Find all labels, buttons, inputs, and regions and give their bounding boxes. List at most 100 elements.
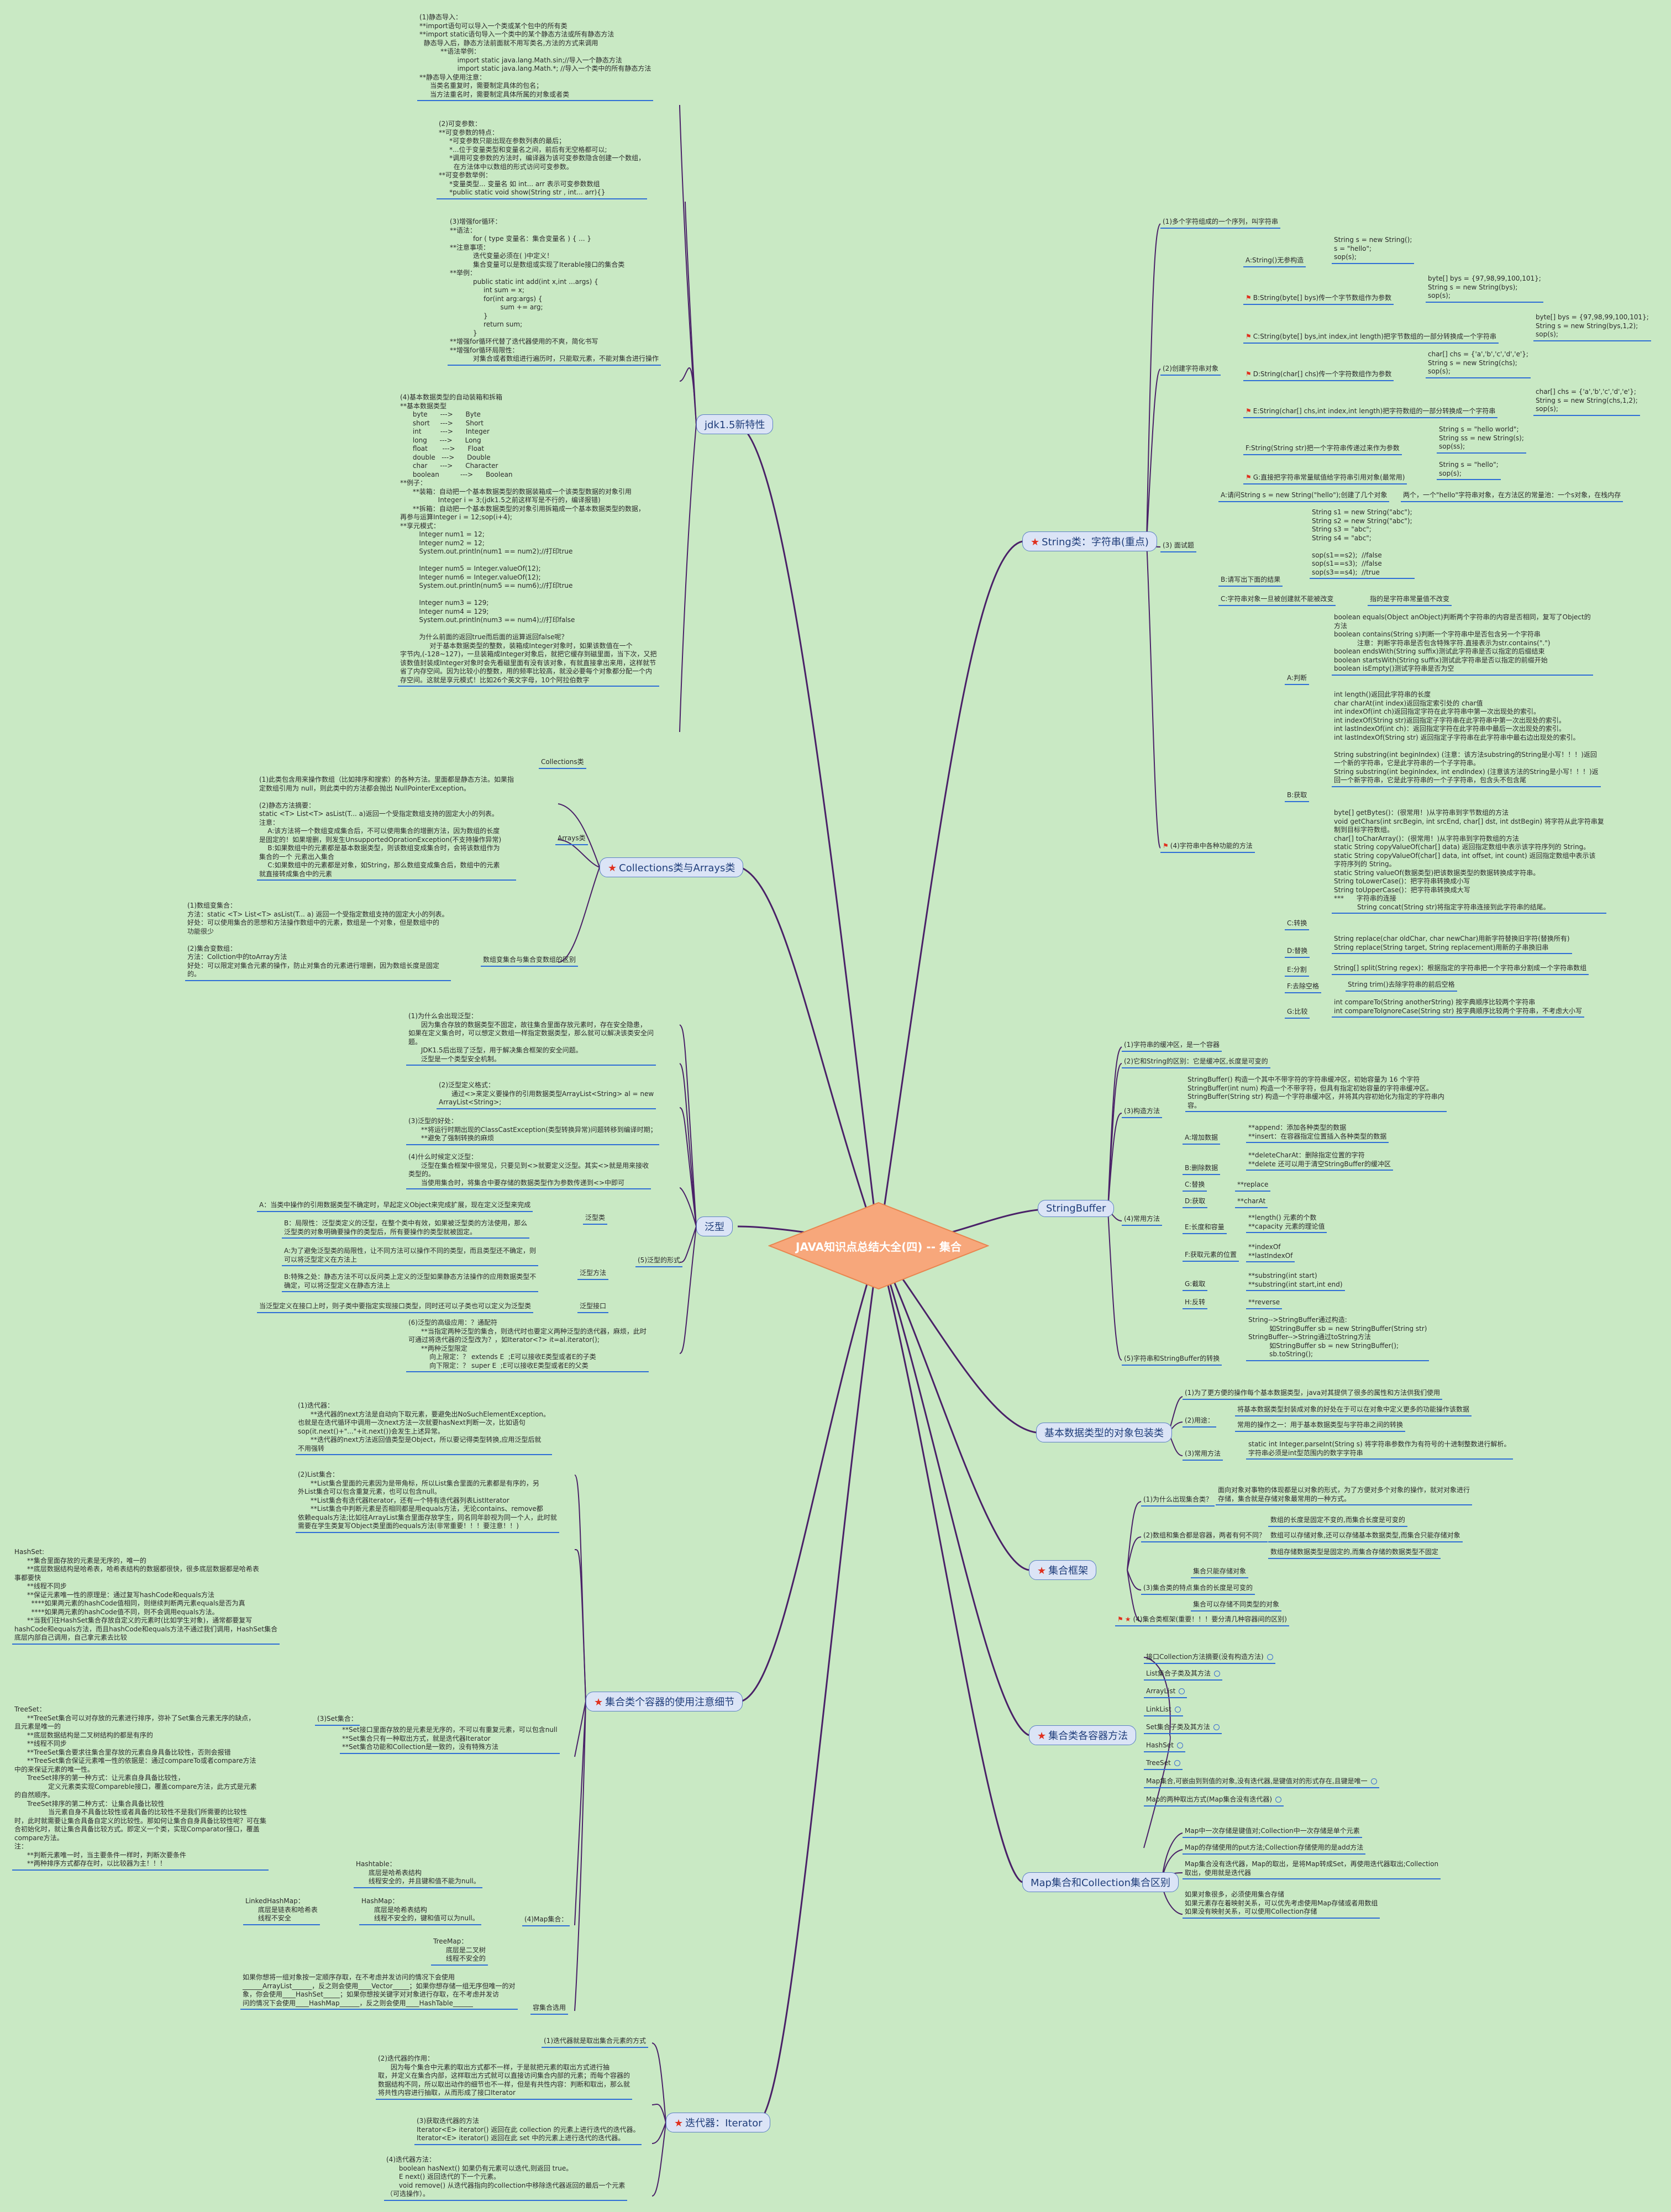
link-icon [1275, 1797, 1282, 1803]
topic-framework[interactable]: ★集合框架 [1029, 1560, 1097, 1580]
note-sb-pos: **indexOf **lastIndexOf [1246, 1242, 1295, 1262]
code-str-a: String s = new String(); s = "hello"; so… [1332, 235, 1415, 264]
label-generic-form: (5)泛型的形式 [635, 1255, 682, 1267]
cm-item-0[interactable]: 接口Collection方法摘要(没有构造方法) [1144, 1652, 1275, 1664]
label-str-d: ⚑D:String(char[] chs)传一个字符数组作为参数 [1243, 369, 1394, 381]
cm-item-4[interactable]: Set集合子类及其方法 [1144, 1722, 1222, 1734]
label-sb-get: D:获取 [1183, 1196, 1208, 1208]
topic-wrapper[interactable]: 基本数据类型的对象包装类 [1036, 1423, 1172, 1442]
topic-map-vs-collection[interactable]: Map集合和Collection集合区别 [1022, 1872, 1179, 1892]
topic-map-vs-collection-label: Map集合和Collection集合区别 [1031, 1877, 1171, 1889]
flag-icon: ⚑ [1117, 1615, 1123, 1623]
topic-jdk15-label: jdk1.5新特性 [705, 419, 765, 431]
note-fw-3: (3)集合类的特点 [1141, 1583, 1195, 1595]
link-icon [1174, 1760, 1180, 1766]
topic-framework-label: 集合框架 [1048, 1565, 1089, 1577]
topic-jdk15[interactable]: jdk1.5新特性 [696, 414, 774, 434]
cm-item-2[interactable]: ArrayList [1144, 1686, 1187, 1698]
cm-item-2-label: ArrayList [1146, 1687, 1176, 1695]
flag-icon: ⚑ [1246, 473, 1252, 481]
label-trim: F:去除空格 [1285, 981, 1322, 993]
note-sb-get: **charAt [1235, 1196, 1268, 1208]
label-sb-len: E:长度和容量 [1183, 1222, 1227, 1234]
central-topic[interactable]: JAVA知识点总结大全(四) -- 集合 [768, 1202, 989, 1290]
note-choose-detail: 如果你想将一组对象按一定顺序存取，在不考虑并发访问的情况下会使用 ______A… [240, 1972, 518, 2010]
note-sb-2: (2)它和String的区别：它是缓冲区,长度是可变的 [1122, 1056, 1270, 1068]
cm-item-1-label: List集合子类及其方法 [1146, 1669, 1211, 1677]
flag-icon: ⚑ [1246, 370, 1252, 378]
label-str-e-text: E:String(char[] chs,int index,int length… [1253, 407, 1496, 415]
note-sb-3: (3)构造方法 [1122, 1106, 1162, 1118]
note-arrays: (1)此类包含用来操作数组（比如排序和搜索）的各种方法。里面都是静态方法。如果指… [257, 775, 517, 881]
label-choose: 容集合选用 [530, 2003, 569, 2015]
label-sb-add: A:增加数据 [1183, 1133, 1221, 1145]
label-str-c-text: C:String(byte[] bys,int index,int length… [1253, 333, 1496, 340]
topic-collection-notes[interactable]: ★集合类个容器的使用注意细节 [586, 1692, 743, 1711]
link-icon [1179, 1688, 1185, 1694]
note-get: int length()返回此字符串的长度 char charAt(int in… [1332, 689, 1601, 787]
code-str-c: byte[] bys = {97,98,99,100,101}; String … [1533, 312, 1651, 341]
note-generic-method-a: A:为了避免泛型类的局限性，让不同方法可以操作不同的类型，而且类型还不确定，则 … [282, 1246, 539, 1266]
note-fw-1: (1)为什么出现集合类？ [1141, 1494, 1215, 1507]
star-icon: ★ [1124, 1615, 1131, 1623]
note-fw-2-b: 数组可以存储对象,还可以存储基本数据类型,而集合只能存储对象 [1268, 1530, 1463, 1542]
cm-item-7[interactable]: Map集合,可嵌由到到值的对象,没有迭代器,是键值对的形式存在,且键是唯一 [1144, 1776, 1379, 1788]
note-str-3a-answer: 两个，一个"hello"字符串对象，在方法区的常量池：一个s对象，在栈内存 [1401, 490, 1623, 502]
link-icon [1370, 1778, 1377, 1784]
note-hashmap: HashMap： 底层是哈希表结构 线程不安全的，键和值可以为null。 [359, 1896, 481, 1925]
label-replace: D:替换 [1285, 946, 1310, 958]
note-wr-1: (1)为了更方便的操作每个基本数据类型，java对其提供了很多的属性和方法供我们… [1183, 1388, 1443, 1400]
code-str-g: String s = "hello"; sop(s); [1437, 460, 1501, 480]
link-collections [740, 866, 880, 1246]
label-sb-replace: C:替换 [1183, 1179, 1207, 1192]
code-sb-3: StringBuffer() 构造一个其中不带字符的字符串缓冲区，初始容量为 1… [1185, 1075, 1447, 1112]
topic-wrapper-label: 基本数据类型的对象包装类 [1044, 1428, 1164, 1439]
cm-item-3[interactable]: LinkList [1144, 1704, 1183, 1716]
note-generic-when: (4)什么时候定义泛型： 泛型在集合框架中很常见，只要见到<>就要定义泛型。其实… [406, 1152, 651, 1189]
cm-item-5-label: HashSet [1146, 1741, 1174, 1749]
note-wr-3: (3)常用方法 [1183, 1449, 1223, 1461]
topic-string[interactable]: ★String类：字符串(重点) [1022, 531, 1157, 551]
note-treemap: TreeMap： 底层是二叉树 线程不安全的 [431, 1936, 488, 1966]
note-generic-why: (1)为什么会出现泛型： 因为集合存放的数据类型不固定，故往集合里面存放元素时，… [406, 1011, 656, 1066]
cm-item-1[interactable]: List集合子类及其方法 [1144, 1668, 1222, 1681]
note-sb-replace: **replace [1235, 1179, 1271, 1192]
note-generic-bound: (6)泛型的高级应用：？通配符 **当指定两种泛型的集合，则迭代时也要定义两种泛… [406, 1318, 649, 1372]
topic-iterator[interactable]: ★迭代器：Iterator [666, 2113, 771, 2132]
note-sb-add: **append：添加各种类型的数据 **insert：在容器指定位置插入各种类… [1246, 1123, 1389, 1143]
label-str-3c: C:字符串对象一旦被创建就不能被改变 [1218, 594, 1336, 606]
label-sb-cut: G:截取 [1183, 1279, 1208, 1291]
code-str-e: char[] chs = {'a','b','c','d','e'}; Stri… [1533, 387, 1640, 416]
note-str-4: ⚑(4)字符串中各种功能的方法 [1160, 841, 1255, 853]
cm-item-5[interactable]: HashSet [1144, 1740, 1185, 1752]
note-iter-3: (3)获取迭代器的方法 Iterator<E> iterator() 返回在此 … [414, 2116, 642, 2145]
link-common-methods [877, 1245, 1029, 1736]
label-str-c: ⚑C:String(byte[] bys,int index,int lengt… [1243, 331, 1499, 344]
label-array-collection-convert: 数组变集合与集合变数组的区别 [481, 955, 579, 967]
cm-item-8[interactable]: Map的两种取出方式(Map集合没有迭代器) [1144, 1794, 1284, 1807]
note-mc-2: Map的存储使用的put方法;Collection存储使用的是add方法 [1183, 1842, 1366, 1855]
topic-iterator-label: 迭代器：Iterator [685, 2118, 763, 2129]
note-sb-5: (5)字符串和StringBuffer的转换 [1122, 1353, 1222, 1366]
label-generic-interface: 泛型接口 [577, 1301, 609, 1313]
topic-generics-label: 泛型 [705, 1221, 724, 1233]
topic-collections-arrays[interactable]: ★Collections类与Arrays类 [600, 857, 744, 877]
note-fw-4: ⚑★(4)集合类框架(重要！！！要分清几种容器间的区别) [1115, 1614, 1289, 1626]
note-str-2: (2)创建字符串对象 [1160, 364, 1221, 376]
code-sb-5: String-->StringBuffer通过构造: 如StringBuffer… [1246, 1315, 1430, 1361]
label-str-b-text: B:String(byte[] bys)传一个字节数组作为参数 [1253, 294, 1392, 302]
topic-common-methods[interactable]: ★集合类各容器方法 [1029, 1725, 1137, 1745]
star-icon: ★ [1031, 536, 1040, 548]
cm-item-8-label: Map的两种取出方式(Map集合没有迭代器) [1146, 1795, 1273, 1803]
note-convert: byte[] getBytes()：(很常用！)从字符串到字节数组的方法 voi… [1332, 808, 1606, 914]
note-wr-2-b: 常用的操作之一：用于基本数据类型与字符串之间的转换 [1235, 1420, 1406, 1432]
label-sb-rev: H:反转 [1183, 1297, 1208, 1309]
label-str-3b: B:请写出下面的结果 [1218, 575, 1283, 587]
note-treeset: TreeSet： **TreeSet集合可以对存放的元素进行排序，弥补了Set集… [12, 1704, 269, 1871]
cm-item-6[interactable]: TreeSet [1144, 1758, 1183, 1770]
note-split: String[] split(String regex)：根据指定的字符串把一个… [1332, 963, 1589, 975]
topic-generics[interactable]: 泛型 [696, 1216, 733, 1236]
label-judge: A:判断 [1285, 673, 1310, 685]
topic-stringbuffer[interactable]: StringBuffer [1038, 1200, 1115, 1217]
label-generic-class: 泛型类 [583, 1213, 608, 1225]
